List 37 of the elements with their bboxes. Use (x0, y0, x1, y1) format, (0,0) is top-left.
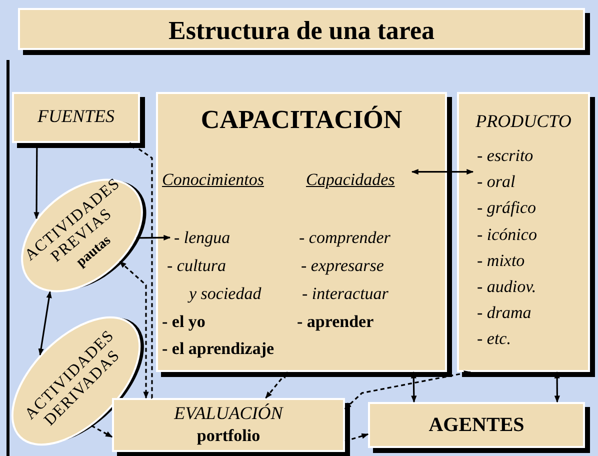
dashed-arrow (119, 261, 149, 399)
arrow (411, 169, 474, 175)
list-item: - etc. (477, 330, 511, 350)
dashed-arrow (129, 142, 153, 399)
dashed-arrow (344, 370, 471, 410)
list-item: - icónico (477, 226, 537, 244)
arrow (38, 291, 52, 356)
column-heading: Capacidades (306, 171, 395, 190)
list-item: - audiov. (477, 278, 536, 297)
arrow (410, 371, 417, 403)
list-item: - drama (477, 304, 532, 323)
box-label: AGENTES (428, 414, 526, 436)
dashed-arrow (344, 433, 369, 442)
list-item: y sociedad (189, 285, 262, 304)
list-item: - lengua (174, 229, 230, 248)
dashed-arrow (265, 371, 288, 399)
list-item: - comprender (299, 229, 390, 248)
column-heading: Conocimientos (162, 171, 264, 190)
list-item: - interactuar (302, 285, 388, 304)
list-item: - escrito (477, 147, 534, 166)
panel-heading: CAPACITACIÓN (200, 106, 404, 135)
panel-heading: PRODUCTO (474, 112, 572, 132)
arrow (554, 371, 560, 403)
list-item: - cultura (167, 257, 226, 276)
list-item: - mixto (477, 252, 525, 270)
arrow (136, 234, 171, 240)
list-item: - aprender (297, 313, 374, 332)
box-label: portfolio (196, 427, 262, 446)
list-item: - expresarse (301, 257, 384, 276)
box-label: EVALUACIÓN (173, 404, 284, 424)
dashed-arrow (91, 425, 113, 438)
banner-label: Estructura de una tarea (167, 17, 436, 46)
list-item: - el yo (162, 313, 206, 332)
list-item: - el aprendizaje (162, 340, 274, 359)
list-item: - oral (477, 173, 516, 192)
box-label: FUENTES (36, 107, 116, 127)
list-item: - gráfico (477, 199, 536, 218)
